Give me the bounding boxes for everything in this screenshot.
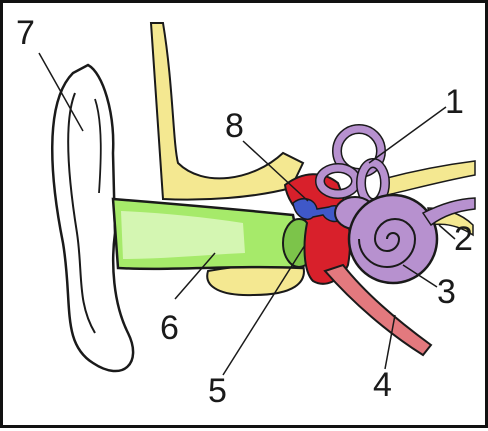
label-4: 4	[373, 368, 392, 402]
label-2: 2	[454, 222, 473, 256]
ear-anatomy-illustration	[3, 3, 488, 431]
label-7: 7	[16, 16, 35, 50]
label-8: 8	[225, 109, 244, 143]
bone-right-upper	[383, 161, 475, 195]
label-5: 5	[208, 374, 227, 408]
label-3: 3	[437, 275, 456, 309]
label-6: 6	[160, 311, 179, 345]
pointer-line-2	[439, 225, 455, 239]
label-1: 1	[445, 85, 464, 119]
cochlea-shape	[349, 195, 437, 283]
